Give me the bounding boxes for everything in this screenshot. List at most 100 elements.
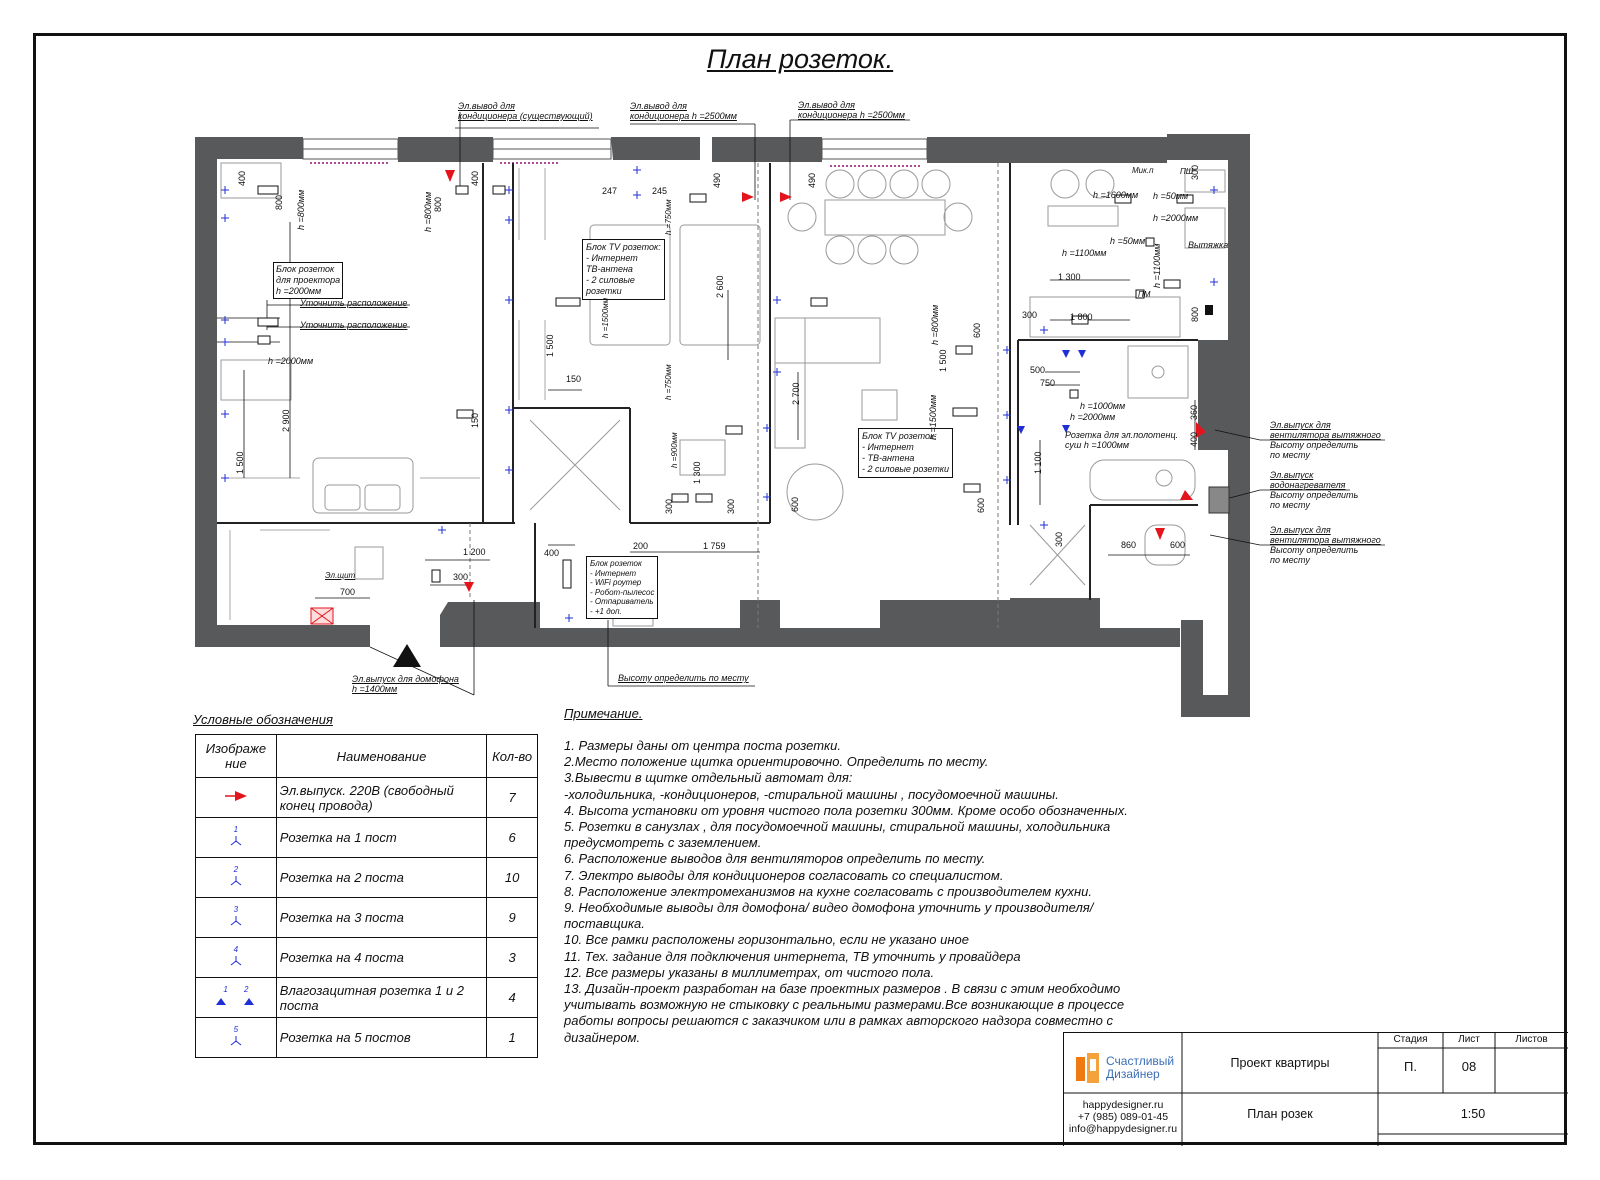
note-line: 5. Розетки в санузлах , для посудомоечно… (564, 819, 1111, 835)
dashed-zones (469, 163, 999, 628)
router-block-label: Блок розеток- Интернет- WiFi роутер- Роб… (586, 556, 659, 619)
dimension: 2 700 (791, 382, 801, 405)
towel-dryer-label: Розетка для эл.полотенц.суш h =1000мм (1065, 430, 1179, 450)
legend-qty: 9 (486, 897, 538, 938)
socket-icon (230, 916, 242, 926)
legend-header-row: Изображе ние Наименование Кол-во (195, 734, 538, 778)
note-line: дизайнером. (564, 1029, 641, 1045)
dimension: 360 (1189, 404, 1199, 420)
dimension: 400 (1189, 431, 1199, 447)
panel-cross-2 (310, 607, 334, 625)
legend-name: Эл.выпуск. 220В (свободный конец провода… (275, 777, 488, 818)
furniture (220, 162, 1226, 627)
legend-symbol (195, 777, 277, 818)
legend-table: Изображе ние Наименование Кол-во Эл.выпу… (195, 734, 538, 1058)
legend-qty: 4 (486, 977, 538, 1018)
legend-qty: 7 (486, 777, 538, 818)
height-label: h =750мм (664, 199, 673, 235)
waterproof-socket-icon (215, 998, 254, 1005)
socket-icon (230, 956, 242, 966)
height-label: h =800мм (296, 189, 306, 230)
socket-icon (230, 836, 242, 846)
socket-count-label: 5 (233, 1025, 239, 1034)
note-line: 3.Вывести в щитке отдельный автомат для: (564, 770, 853, 786)
height-label: h =900мм (670, 432, 679, 468)
legend-symbol: 5 (195, 1017, 277, 1058)
socket-count-label: 2 (233, 865, 239, 874)
note-line: 1. Размеры даны от центра поста розетки. (564, 738, 842, 753)
microwave-label: Мик.п (1132, 166, 1154, 175)
dimension: 1 800 (1070, 312, 1093, 322)
dimension: 200 (633, 541, 649, 551)
dimension: 600 (972, 322, 982, 338)
height-label: h =50мм (1110, 236, 1146, 246)
walls (195, 134, 1250, 717)
height-label: h =1000мм (1080, 401, 1126, 411)
note-line: 7. Электро выводы для кондиционеров согл… (564, 867, 1004, 883)
red-arrow-icon (224, 791, 247, 801)
dimension: 300 (726, 498, 736, 514)
legend-symbol: 3 (195, 897, 277, 938)
height-label: h =1500мм (928, 394, 938, 440)
height-label: h =1500мм (601, 297, 610, 338)
dimension: 490 (712, 172, 722, 188)
socket-count-label: 1 2 (223, 985, 249, 994)
legend-qty: 6 (486, 817, 538, 858)
dimension: 500 (1030, 365, 1046, 375)
note-line: 9. Необходимые выводы для домофона/ виде… (564, 900, 1094, 916)
socket-count-label: 4 (233, 945, 239, 954)
legend-name: Влагозацитная розетка 1 и 2 поста (275, 977, 488, 1018)
note-line: предусмотреть с заземлением. (564, 835, 762, 851)
dimension: 2 900 (281, 409, 291, 432)
height-label: h =2000мм (1153, 213, 1199, 223)
note-line: 4. Высота установки от уровня чистого по… (564, 802, 1128, 818)
dimension: 1 759 (703, 541, 726, 551)
windows (302, 138, 928, 167)
legend-qty: 10 (486, 857, 538, 898)
water-heater (1208, 486, 1230, 514)
dimension: 800 (1190, 306, 1200, 322)
note-line: 12. Все размеры указаны в миллиметрах, о… (564, 964, 935, 980)
legend-symbol: 4 (195, 937, 277, 978)
intercom-marker (393, 644, 421, 667)
dimension: 300 (1022, 310, 1038, 320)
note-line: 13. Дизайн-проект разработан на базе про… (564, 981, 1121, 997)
drawing-frame (33, 33, 1567, 1145)
legend-name: Розетка на 1 пост (275, 817, 488, 858)
dimension: 300 (453, 572, 469, 582)
height-label: h =1100мм (1152, 243, 1162, 288)
brand-logo-icon (1076, 1053, 1099, 1083)
dimension: 750 (1040, 378, 1056, 388)
dishwasher-label: ПШ (1180, 167, 1194, 176)
dimension: 490 (807, 172, 817, 188)
legend-row: 4 Розетка на 4 поста 3 (195, 937, 538, 978)
dimension: 1 300 (692, 461, 702, 484)
project-name: Проект квартиры (1230, 1056, 1330, 1070)
note-line: поставщика. (564, 916, 645, 932)
sheet-value: 08 (1461, 1059, 1477, 1074)
socket-count-label: 1 (233, 825, 239, 834)
dimension: 300 (1054, 531, 1064, 547)
dimension: 300 (664, 498, 674, 514)
note-line: 8. Расположение электромеханизмов на кух… (564, 883, 1092, 899)
socket-count-label: 3 (233, 905, 239, 914)
dimension: 600 (976, 497, 986, 513)
dimension: 150 (470, 412, 480, 428)
socket-boxes (257, 185, 1194, 589)
dimension: 2 600 (715, 275, 725, 298)
note-line: 11. Тех. задание для подключения интерне… (564, 948, 1021, 964)
legend-row: 5 Розетка на 5 постов 1 (195, 1017, 538, 1058)
wardrobe (225, 168, 546, 620)
dimension: 860 (1121, 540, 1137, 550)
stage-header: Стадия (1393, 1034, 1428, 1045)
legend-symbol: 2 (195, 857, 277, 898)
